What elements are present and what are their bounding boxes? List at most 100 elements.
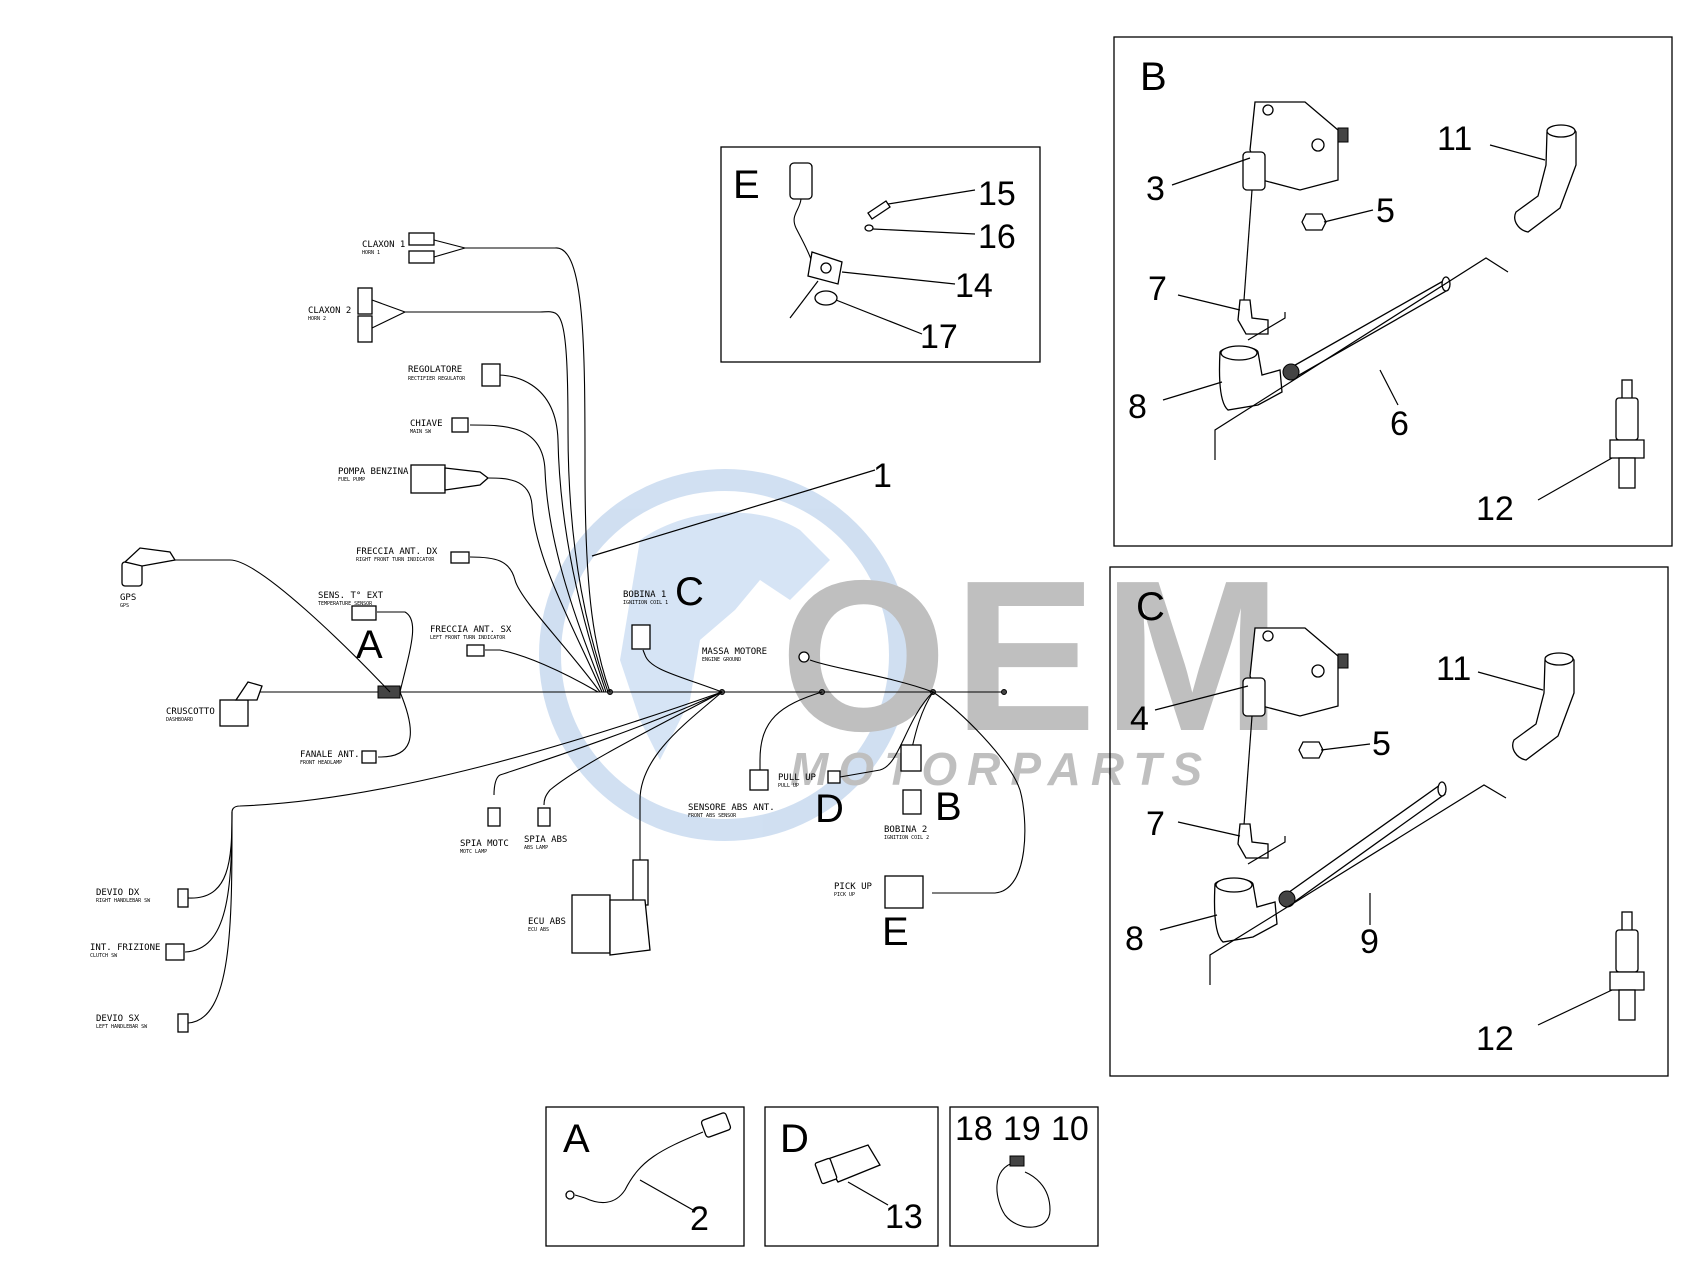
label-freccia-dx: FRECCIA ANT. DX (356, 547, 438, 557)
regolatore-connector (481, 363, 501, 387)
harness-splice (377, 685, 401, 699)
pickup-sensor-hole (820, 262, 832, 274)
leader-1 (591, 469, 876, 557)
leader-7-b (1177, 294, 1241, 311)
label-int-frizione: INT. FRIZIONE (90, 943, 160, 953)
panel-c-letter: C (1136, 585, 1165, 629)
branch-pullup (839, 691, 934, 778)
ignition-coil-c-mount-1 (1262, 630, 1274, 642)
cable-6-part (1289, 279, 1449, 379)
sublabel-spia-motc: MOTC LAMP (460, 849, 487, 855)
claxon2-fork (371, 299, 406, 313)
spark-plug-b-terminal (1621, 379, 1633, 401)
leader-12-c (1537, 989, 1613, 1026)
cap-8-b-top (1220, 345, 1258, 361)
leader-13 (847, 1181, 889, 1206)
callout-12-b: 12 (1476, 490, 1514, 528)
branch-sensore-abs (759, 691, 823, 790)
cap-11-b-top (1546, 124, 1576, 138)
temp-sensor-cable (574, 1131, 704, 1204)
int-frizione-connector (165, 943, 185, 961)
panel-c-frame (1109, 566, 1669, 1077)
sublabel-chiave: MAIN SW (410, 429, 432, 435)
leader-7-c (1177, 821, 1241, 837)
pullup-connector (827, 770, 841, 784)
leader-17 (835, 299, 923, 335)
pickup-connector-part (789, 162, 813, 200)
branch-claxon1 (465, 247, 611, 693)
ignition-coil-c-mount-2 (1311, 664, 1325, 678)
branch-ecu-abs (639, 691, 723, 860)
label-sensore-abs: SENSORE ABS ANT. (688, 803, 775, 813)
spark-plug-c-terminal (1621, 911, 1633, 933)
devio-sx-connector (177, 1013, 189, 1033)
massa-ring-terminal (798, 651, 810, 663)
harness-marker-d: D (815, 787, 844, 831)
panel-b: B 3 11 5 (1113, 36, 1673, 547)
label-chiave: CHIAVE (410, 419, 443, 429)
cap-11-c-part (1512, 653, 1575, 761)
label-devio-dx: DEVIO DX (96, 888, 140, 898)
sublabel-spia-abs: ABS LAMP (524, 845, 548, 851)
panel-d: D 13 (764, 1106, 939, 1247)
label-ecu-abs: ECU ABS (528, 917, 566, 927)
panel-b-frame (1113, 36, 1673, 547)
sensore-abs-connector (749, 769, 769, 791)
branch-chiave (469, 424, 605, 693)
devio-dx-connector (177, 888, 189, 908)
branch-spia-motc (493, 691, 723, 796)
claxon1-fork (433, 239, 466, 249)
branch-int-frizione (184, 811, 233, 953)
leader-4-c (1154, 685, 1249, 711)
callout-7-b: 7 (1148, 270, 1167, 308)
watermark-sub-text: MOTORPARTS (790, 743, 1212, 795)
sublabel-regolatore: RECTIFIER REGULATOR (408, 376, 466, 382)
callout-12-c: 12 (1476, 1020, 1514, 1058)
label-bobina2: BOBINA 2 (884, 825, 927, 835)
branch-devio-dx (187, 811, 233, 899)
callout-17: 17 (920, 318, 958, 356)
leader-3-b (1171, 157, 1251, 186)
label-devio-sx: DEVIO SX (96, 1014, 140, 1024)
label-pompa: POMPA BENZINA (338, 467, 409, 477)
bracket-6 (1214, 257, 1509, 460)
panel-d-letter: D (780, 1117, 809, 1161)
label-massa: MASSA MOTORE (702, 647, 767, 657)
leader-11-b (1489, 144, 1546, 161)
bobina2-plug (902, 789, 922, 815)
bobina2-connector (900, 744, 922, 772)
freccia-dx-connector (450, 551, 470, 564)
leader-8-c (1159, 914, 1218, 931)
callout-15: 15 (978, 175, 1016, 213)
branch-claxon2 (405, 311, 609, 693)
branch-regolatore (497, 374, 607, 693)
temp-sensor-tip (565, 1190, 575, 1200)
panel-d-frame (764, 1106, 939, 1247)
temp-sensor-connector-part (700, 1112, 732, 1138)
leader-15 (887, 189, 976, 205)
main-harness: 1 A C (90, 232, 1026, 1033)
gps-connector-tail (123, 547, 177, 567)
label-freccia-sx: FRECCIA ANT. SX (430, 625, 512, 635)
branch-freccia-dx (469, 556, 601, 693)
ignition-coil-b-terminal (1337, 127, 1349, 143)
cable-tie-part (996, 1161, 1051, 1228)
ecu-abs-boot (632, 859, 649, 906)
leader-14 (841, 271, 956, 285)
pickup-connector (884, 875, 924, 909)
ignition-coil-b-mount-1 (1262, 104, 1274, 116)
branch-gps (175, 559, 391, 693)
branch-left-lower (231, 691, 723, 813)
cruscotto-boot (234, 681, 263, 701)
harness-marker-c: C (675, 570, 704, 614)
spark-plug-c-insulator (1615, 929, 1639, 973)
panel-b-letter: B (1140, 55, 1167, 99)
coil-b-rod (1243, 189, 1253, 301)
label-spia-motc: SPIA MOTC (460, 839, 509, 849)
label-bobina1: BOBINA 1 (623, 590, 666, 600)
bracket-7-c (1247, 836, 1286, 865)
branch-spia-abs (543, 691, 723, 806)
ecu-abs-body (609, 899, 651, 956)
panel-c: C 4 11 5 7 8 9 12 (1109, 566, 1669, 1077)
